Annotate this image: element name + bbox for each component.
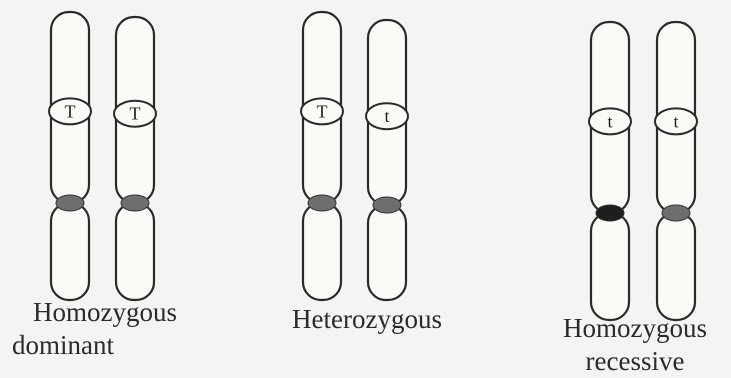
chromosome: t: [589, 22, 631, 320]
allele-label: T: [65, 101, 76, 121]
chromosome-lower-arm: [51, 203, 89, 300]
caption-heterozygous: Heterozygous: [262, 303, 472, 336]
chromosome-lower-arm: [368, 205, 406, 300]
chromosome: t: [366, 20, 408, 300]
centromere: [596, 205, 624, 221]
allele-label: T: [130, 104, 141, 124]
allele-label: t: [673, 111, 678, 131]
allele-label: t: [607, 111, 612, 131]
centromere: [56, 195, 84, 211]
centromere: [121, 195, 149, 211]
chromosome: t: [655, 22, 697, 320]
caption-homozygous-dominant: Homozygous dominant: [10, 296, 200, 362]
allele-label: t: [384, 106, 389, 126]
chromosome-lower-arm: [303, 203, 341, 300]
centromere: [662, 205, 690, 221]
chromosome: T: [114, 17, 156, 300]
caption-homozygous-recessive: Homozygous recessive: [540, 312, 730, 378]
caption-line-1: Homozygous: [10, 296, 200, 329]
chromosome: T: [301, 12, 343, 300]
caption-line-2: recessive: [540, 345, 730, 378]
centromere: [308, 195, 336, 211]
caption-line-2: dominant: [10, 329, 200, 362]
centromere: [373, 197, 401, 213]
allele-label: T: [317, 101, 328, 121]
caption-line-1: Homozygous: [540, 312, 730, 345]
chromosome: T: [49, 12, 91, 300]
caption-line-1: Heterozygous: [262, 303, 472, 336]
chromosome-lower-arm: [116, 203, 154, 300]
chromosome-lower-arm: [591, 213, 629, 320]
chromosome-lower-arm: [657, 213, 695, 320]
